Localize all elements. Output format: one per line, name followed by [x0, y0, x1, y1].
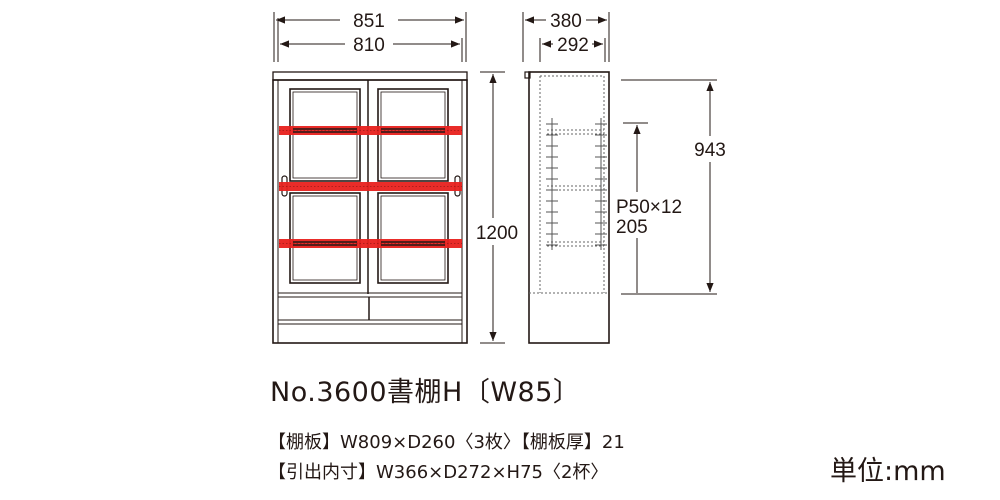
shelf-spec: 【棚板】W809×D260〈3枚〉【棚板厚】21: [268, 432, 625, 453]
outer-depth-label: 380: [550, 11, 582, 32]
shelf-pin-rails: [546, 118, 607, 250]
side-depth-dimensions: 380 292: [522, 11, 610, 62]
interior-height-label: 943: [694, 140, 726, 161]
front-view-cabinet: [272, 71, 468, 344]
front-width-dimensions: 851 810: [273, 11, 467, 62]
interior-height-dimension: 943: [621, 79, 726, 295]
top-lip: [524, 71, 531, 79]
shelf-pitch-label: P50×12: [616, 197, 682, 218]
inner-depth-label: 292: [557, 35, 589, 56]
side-view-cabinet: [524, 71, 610, 344]
product-title: No.3600書棚H〔W85〕: [270, 377, 581, 408]
drawer-spec: 【引出内寸】W366×D272×H75〈2杯〉: [268, 462, 609, 483]
height-label: 1200: [476, 223, 518, 244]
unit-label: 単位:mm: [830, 456, 946, 487]
shelf-pitch-start-label: 205: [616, 217, 648, 238]
inner-width-label: 810: [353, 35, 385, 56]
front-height-dimension: 1200: [476, 71, 518, 344]
outer-width-label: 851: [353, 11, 385, 32]
shelf-highlights: [279, 126, 462, 248]
shelf-pitch-dimension: P50×12 205: [616, 122, 682, 293]
